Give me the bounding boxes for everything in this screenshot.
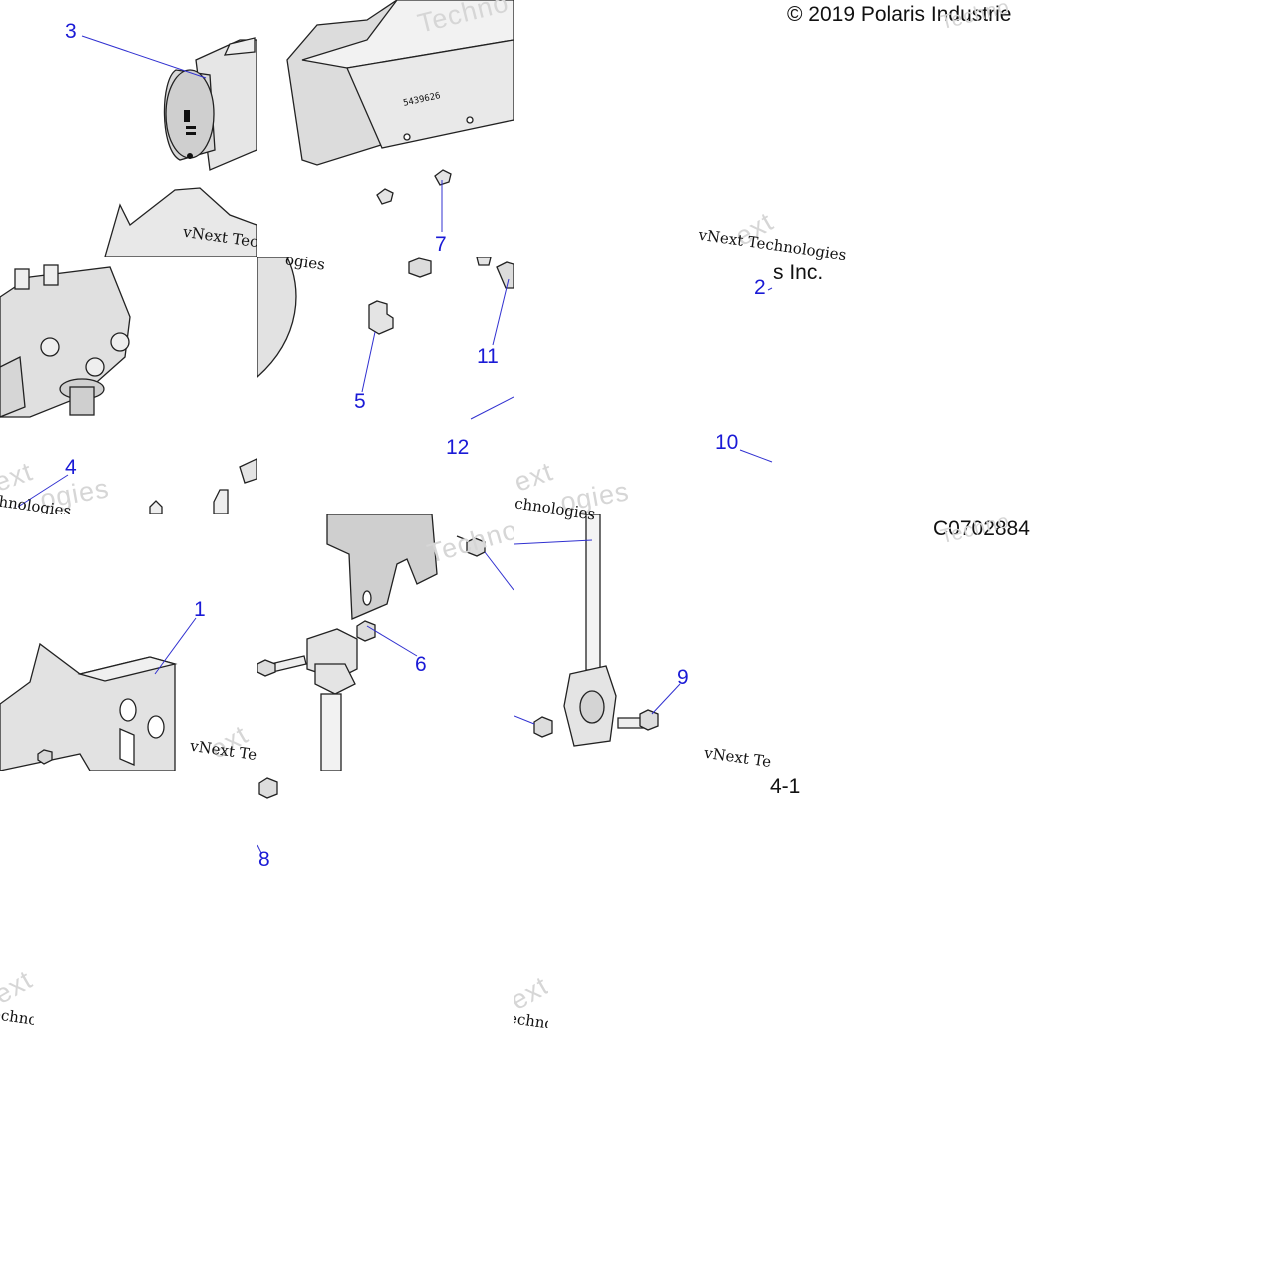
watermark-ghost: ext [509,456,557,498]
copyright-text: © 2019 Polaris Industrie [787,3,1012,26]
tile-fasteners: ogies [257,257,514,514]
callout-2: 2 [754,276,766,299]
tile-shaft: ext vNext Tec [514,514,771,771]
callout-3: 3 [65,20,77,43]
guard-panel-drawing [286,0,514,232]
leader-2 [767,287,773,291]
callout-12: 12 [446,436,470,459]
callout-1: 1 [194,598,206,621]
tile-guard-panel: 5439626 Techno [257,0,514,257]
ujoint-upper-drawing [257,514,514,771]
leader-10 [739,449,773,463]
fasteners-drawing [257,257,514,420]
tile-ujoint-upper: Technologies [257,514,514,771]
tile-wm-left: ext echno [0,960,34,1028]
tile-bracket: ext vNext Tec [0,514,257,771]
callout-6: 6 [415,653,427,676]
motor-housing-drawing [104,37,257,257]
watermark-ghost: Techno [938,509,1012,549]
shaft-drawing [514,514,681,747]
callout-8: 8 [258,848,270,871]
callout-11: 11 [477,345,499,368]
bracket-drawing [0,617,197,771]
callout-5: 5 [354,390,366,413]
tile-wm-mid: ext echno [514,960,548,1028]
page-number: 4-1 [770,775,801,798]
tile-lower-nut [257,771,514,1028]
watermark-ghost: ext [0,964,34,1010]
company-fragment: s Inc. [773,261,824,284]
watermark-text: echno [0,1004,34,1028]
callout-10: 10 [715,431,739,454]
diagram-code: C0702884 [933,517,1030,540]
tile-gearmotor: ext ogies chnologies [0,257,257,514]
gearmotor-drawing [0,264,257,514]
lower-nut-drawing [257,777,278,854]
callout-4: 4 [65,456,77,479]
watermark-text: echno [514,1008,548,1028]
tile-motor-top: vNext Tec [0,0,257,257]
callout-9: 9 [677,666,689,689]
callout-7: 7 [435,233,447,256]
